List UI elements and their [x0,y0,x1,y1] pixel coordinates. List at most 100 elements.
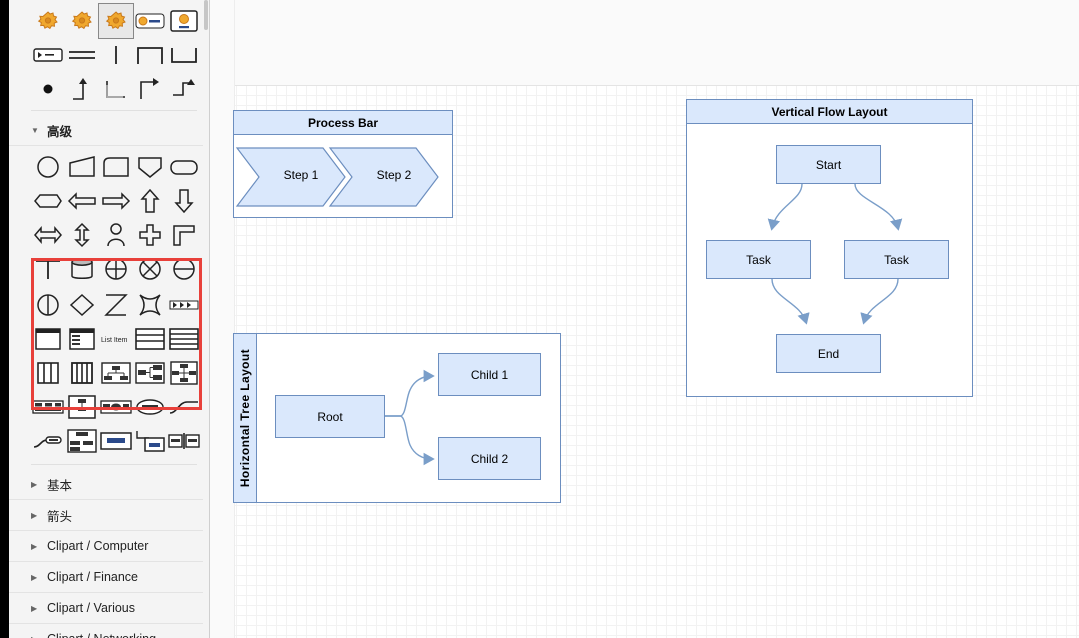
gear-card-icon[interactable] [167,4,201,38]
shape-sidebar[interactable]: ▼ 高级 [9,0,210,638]
concave-diamond-icon[interactable] [133,288,167,322]
sidebar-section-advanced[interactable]: ▼ 高级 [9,115,209,146]
dot-icon[interactable] [31,72,65,106]
diamond-outline-icon[interactable] [65,288,99,322]
double-arrow-right-icon[interactable] [99,184,133,218]
sidebar-scrollbar[interactable] [203,0,209,638]
cylinder-icon[interactable] [65,252,99,286]
sidebar-scroll-area: ▼ 高级 [9,0,209,638]
columns-3-icon[interactable] [31,356,65,390]
sidebar-section-arrows[interactable]: ▶ 箭头 [9,500,209,531]
window-shape-icon[interactable] [31,322,65,356]
up-arrow-icon[interactable] [65,72,99,106]
tree-node-root[interactable]: Root [275,395,385,438]
list-panel-icon[interactable] [65,322,99,356]
sidebar-section-clipart-networking[interactable]: ▶ Clipart / Networking [9,624,209,638]
process-step-1-label: Step 1 [283,168,319,182]
tree-node-child-2[interactable]: Child 2 [438,437,541,480]
canvas-left-margin [210,0,235,638]
vertical-line-icon[interactable] [99,38,133,72]
vertical-flow-icon[interactable] [65,390,99,424]
left-rail [0,0,9,638]
flow-node-start[interactable]: Start [776,145,881,184]
highlighted-shape-row-1 [9,286,209,322]
corner-shape-icon[interactable] [167,218,201,252]
hourglass-icon[interactable] [99,288,133,322]
gear-clipart-icon[interactable] [31,4,65,38]
bracket-line-icon[interactable] [167,38,201,72]
process-bar-steps [235,147,439,207]
flow-node-task-1[interactable]: Task [706,240,811,279]
flow-node-label: Task [884,252,909,267]
corner-down-icon[interactable] [99,72,133,106]
double-line-icon[interactable] [65,38,99,72]
advanced-shape-row-2 [9,184,209,218]
table-rows-icon[interactable] [167,322,201,356]
columns-4-icon[interactable] [65,356,99,390]
circle-cross-icon[interactable] [99,252,133,286]
rounded-rect-icon[interactable] [167,150,201,184]
circle-x-icon[interactable] [133,252,167,286]
down-thick-arrow-icon[interactable] [167,184,201,218]
circle-line-icon[interactable] [31,288,65,322]
sidebar-scrollbar-thumb[interactable] [204,0,208,30]
flow-node-end[interactable]: End [776,334,881,373]
table-shape-icon[interactable] [133,322,167,356]
chevron-right-icon: ▶ [31,479,38,489]
process-step-1[interactable] [235,147,346,207]
tree-layout-icon[interactable] [65,424,99,458]
list-item-text-icon[interactable]: List Item [99,322,133,356]
left-right-arrow-icon[interactable] [31,218,65,252]
up-thick-arrow-icon[interactable] [133,184,167,218]
horizontal-tree-title-band: Horizontal Tree Layout [234,334,257,502]
org-chart-icon[interactable] [99,356,133,390]
sidebar-section-clipart-various[interactable]: ▶ Clipart / Various [9,593,209,624]
shield-down-icon[interactable] [133,150,167,184]
tapered-edge-icon[interactable] [31,424,65,458]
up-down-arrow-icon[interactable] [65,218,99,252]
actor-icon[interactable] [99,218,133,252]
tee-icon[interactable] [31,252,65,286]
sidebar-section-label: Clipart / Networking [47,632,156,638]
flow-node-task-2[interactable]: Task [844,240,949,279]
highlighted-shape-row-4 [9,390,209,424]
callout-box-icon[interactable] [133,424,167,458]
cross-icon[interactable] [133,218,167,252]
hexagon-flat-icon[interactable] [31,184,65,218]
gear-clipart-icon[interactable] [65,4,99,38]
process-step-2-label: Step 2 [376,168,412,182]
diagram-canvas[interactable]: Process Bar Step 1 Step 2 Vertical Flow … [210,0,1079,638]
step-arrow-icon[interactable] [167,72,201,106]
circle-minus-icon[interactable] [167,252,201,286]
edge-start-task1 [767,183,803,231]
sidebar-section-basic[interactable]: ▶ 基本 [9,469,209,500]
chain-flow-icon[interactable] [99,390,133,424]
horizontal-tree-icon[interactable] [133,356,167,390]
corner-right-arrow-icon[interactable] [133,72,167,106]
gear-label-icon[interactable] [133,4,167,38]
process-bar-icon[interactable] [167,288,201,322]
corner-line-icon[interactable] [133,38,167,72]
gear-clipart-selected-icon[interactable] [98,3,134,39]
circle-split-icon[interactable] [31,150,65,184]
rounded-top-rect-icon[interactable] [99,150,133,184]
sidebar-section-clipart-computer[interactable]: ▶ Clipart / Computer [9,531,209,562]
vertical-flow-title: Vertical Flow Layout [687,100,972,124]
curve-edge-icon[interactable] [167,390,201,424]
trapezoid-icon[interactable] [65,150,99,184]
flag-label-icon[interactable] [31,38,65,72]
radial-tree-icon[interactable] [167,356,201,390]
ellipse-flow-icon[interactable] [133,390,167,424]
chevron-right-icon: ▶ [31,572,38,582]
double-arrow-left-icon[interactable] [65,184,99,218]
advanced-shape-row-3 [9,218,209,252]
label-box-icon[interactable] [99,424,133,458]
horizontal-flow-icon[interactable] [31,390,65,424]
split-box-icon[interactable] [167,424,201,458]
sidebar-section-label: 高级 [47,124,73,139]
sidebar-section-clipart-finance[interactable]: ▶ Clipart / Finance [9,562,209,593]
process-step-2[interactable] [328,147,439,207]
tree-node-child-1[interactable]: Child 1 [438,353,541,396]
horizontal-tree-edges [384,369,435,466]
